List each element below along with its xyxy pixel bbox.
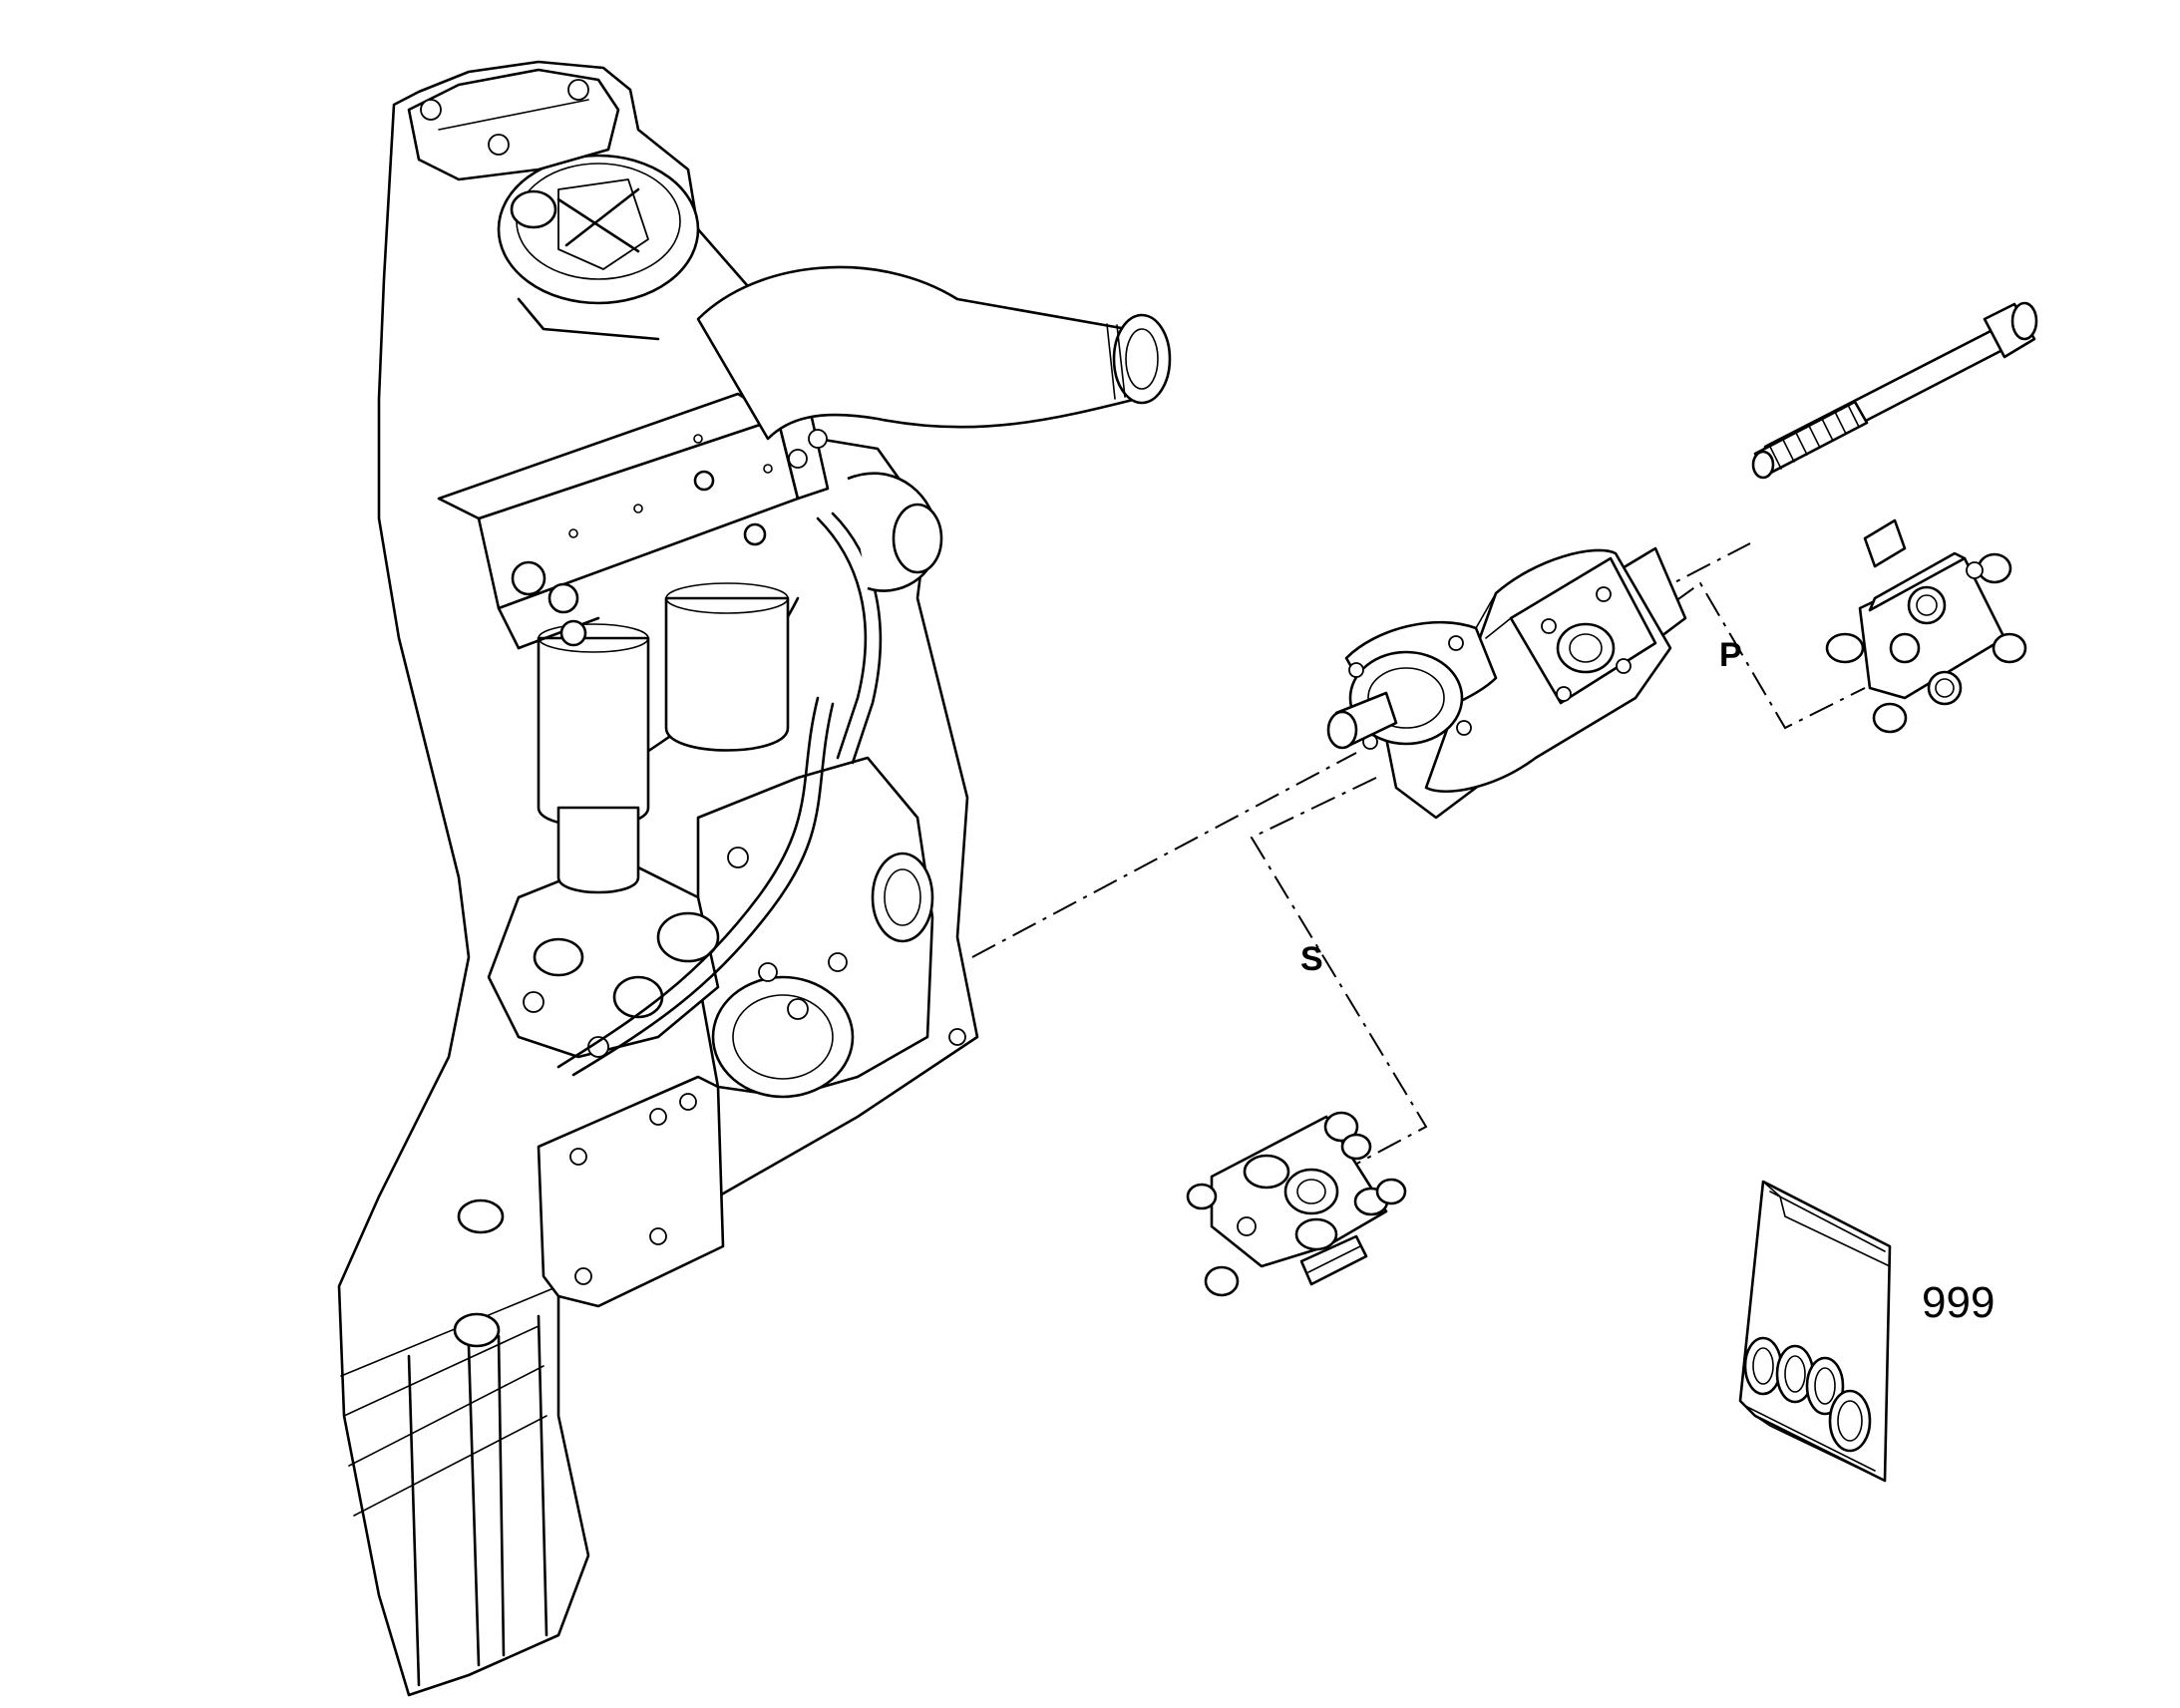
suction-fitting-s (1186, 1111, 1407, 1297)
assembly-centerline (971, 542, 1866, 1168)
hydraulic-gear-pump (1326, 546, 1687, 820)
pressure-fitting-p (1825, 518, 2027, 734)
engine-assembly (337, 60, 1172, 1697)
callout-s: S (1300, 940, 1323, 978)
seal-kit-bag (1738, 1180, 1892, 1483)
callout-999: 999 (1922, 1278, 1996, 1327)
pump-mounting-bolt (1751, 301, 2038, 480)
callout-p: P (1719, 636, 1742, 674)
